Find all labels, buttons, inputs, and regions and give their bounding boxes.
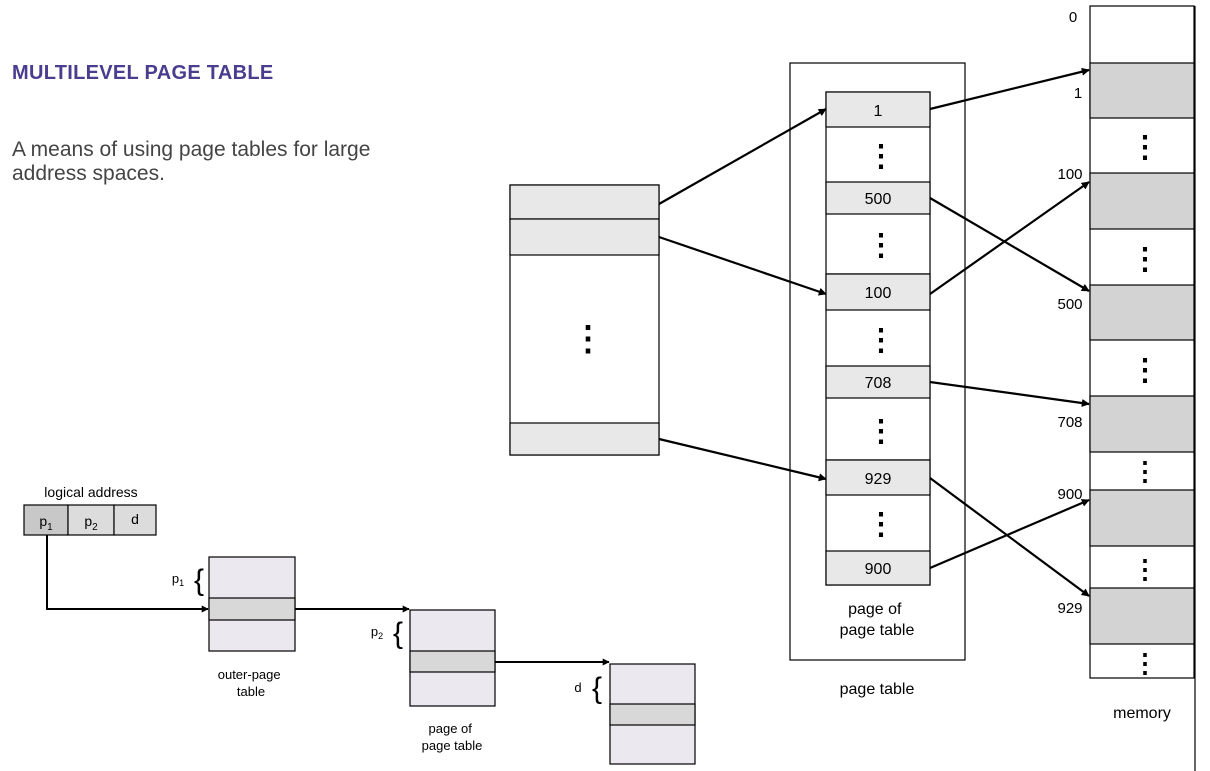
address-field-d: d bbox=[131, 511, 139, 527]
svg-text:⋮: ⋮ bbox=[1130, 243, 1160, 276]
brace-p1: p1 bbox=[172, 571, 184, 588]
svg-text:⋮: ⋮ bbox=[1130, 354, 1160, 387]
memory-frame bbox=[1089, 172, 1195, 230]
svg-text:⋮: ⋮ bbox=[1132, 554, 1158, 584]
arrow-outer-to-entry-100 bbox=[658, 235, 827, 296]
svg-text:1: 1 bbox=[874, 103, 883, 120]
memory-page-small: d { bbox=[574, 663, 696, 765]
page-column-ellipsis: ⋮ bbox=[866, 229, 896, 262]
page-column-ellipsis: ⋮ bbox=[866, 324, 896, 357]
memory-frame bbox=[1089, 489, 1195, 547]
arrow-outer-to-entry-929 bbox=[658, 437, 827, 482]
outer-table: ⋮ bbox=[509, 184, 660, 456]
svg-text:929: 929 bbox=[865, 471, 892, 488]
outer-page-table-label: outer-page table bbox=[218, 667, 285, 699]
svg-text:⋮: ⋮ bbox=[1132, 456, 1158, 486]
page-entry-900: 900 bbox=[825, 550, 931, 586]
page-entry-708: 708 bbox=[825, 365, 931, 399]
page-entry-100: 100 bbox=[825, 273, 931, 311]
svg-text:⋮: ⋮ bbox=[1130, 131, 1160, 164]
logical-address-label: logical address bbox=[44, 484, 137, 500]
memory-frame bbox=[1089, 587, 1195, 645]
arrow-1-to-memory bbox=[929, 67, 1090, 111]
page-of-page-table-small: p2 { page of page table bbox=[371, 609, 496, 753]
svg-text:900: 900 bbox=[865, 561, 892, 578]
memory-address-0: 0 bbox=[1069, 9, 1077, 26]
small-diagram: logical address p1 p2 d p1 { outer-page … bbox=[23, 484, 696, 765]
page-column-ellipsis: ⋮ bbox=[866, 415, 896, 448]
page-entry-929: 929 bbox=[825, 459, 931, 496]
page-table: page table 1 500 100 708 929 900 ⋮ bbox=[789, 62, 966, 698]
page-entry-500: 500 bbox=[825, 181, 931, 215]
memory-frame bbox=[1089, 62, 1195, 119]
logical-address: p1 p2 d bbox=[23, 504, 157, 536]
arrow-500-to-memory bbox=[929, 197, 1090, 292]
small-diagram-arrows bbox=[46, 535, 610, 666]
svg-text:100: 100 bbox=[865, 285, 892, 302]
small-page-of-page-table-label: page of page table bbox=[422, 721, 483, 753]
svg-text:708: 708 bbox=[865, 375, 892, 392]
arrow-900-to-memory bbox=[929, 498, 1090, 570]
svg-text:{: { bbox=[393, 617, 403, 650]
memory-frame bbox=[1089, 395, 1195, 453]
arrow-708-to-memory bbox=[929, 380, 1090, 407]
memory-frame bbox=[1089, 284, 1195, 341]
memory-label: memory bbox=[1113, 705, 1171, 722]
memory-address-1: 1 bbox=[1074, 85, 1082, 102]
slide-subtitle: A means of using page tables for large a… bbox=[12, 138, 371, 185]
svg-text:⋮: ⋮ bbox=[1132, 648, 1158, 678]
brace-p2: p2 bbox=[371, 624, 383, 641]
outer-table-entry bbox=[509, 218, 660, 256]
outer-table-entry bbox=[509, 184, 660, 220]
brace-d: d bbox=[574, 680, 581, 695]
arrow-929-to-memory bbox=[929, 477, 1090, 597]
svg-text:500: 500 bbox=[865, 191, 892, 208]
page-column-ellipsis: ⋮ bbox=[866, 140, 896, 173]
memory-address-708: 708 bbox=[1057, 414, 1082, 431]
svg-text:{: { bbox=[592, 672, 602, 705]
memory-address-900: 900 bbox=[1057, 486, 1082, 503]
page-of-page-table-label: page of page table bbox=[840, 601, 915, 639]
memory-address-100: 100 bbox=[1057, 166, 1082, 183]
page-column-ellipsis: ⋮ bbox=[866, 508, 896, 541]
arrow-outer-to-entry-1 bbox=[658, 108, 827, 205]
large-diagram-arrows bbox=[658, 67, 1090, 597]
outer-table-entry bbox=[509, 422, 660, 456]
svg-text:{: { bbox=[194, 564, 204, 597]
page-entry-1: 1 bbox=[825, 91, 931, 128]
memory: ⋮ ⋮ ⋮ ⋮ ⋮ ⋮ 0 1 100 500 708 900 929 memo… bbox=[1057, 5, 1196, 771]
memory-address-929: 929 bbox=[1057, 600, 1082, 617]
memory-address-500: 500 bbox=[1057, 296, 1082, 313]
slide-title: MULTILEVEL PAGE TABLE bbox=[12, 62, 274, 84]
outer-table-ellipsis: ⋮ bbox=[571, 320, 605, 358]
page-table-label: page table bbox=[840, 681, 915, 698]
outer-page-table-small: p1 { outer-page table bbox=[172, 556, 296, 699]
arrow-100-to-memory bbox=[929, 181, 1090, 295]
